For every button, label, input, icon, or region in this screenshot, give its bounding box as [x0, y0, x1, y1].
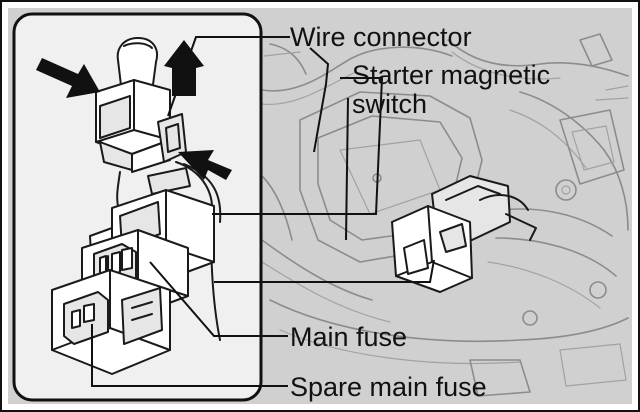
starter-switch-leader — [212, 77, 384, 215]
push-arrow-right-icon — [178, 150, 232, 180]
spare-main-fuse-leader — [91, 324, 288, 387]
label-starter-magnetic-switch-line2: switch — [352, 89, 427, 119]
inset-detail — [51, 37, 222, 375]
label-starter-magnetic-switch-line1: Starter magnetic — [352, 60, 550, 90]
callout-labels: Wire connector Starter magnetic switch M… — [290, 22, 550, 402]
wire-connector-leader — [167, 36, 290, 117]
main-fuse-leader — [149, 261, 288, 337]
label-spare-main-fuse: Spare main fuse — [290, 372, 487, 402]
push-arrow-left-icon — [36, 58, 100, 98]
engine-bay-sketch — [261, 33, 629, 397]
wire-connector-leader-right — [309, 47, 330, 153]
main-fuse-leader-right — [214, 259, 435, 283]
label-main-fuse: Main fuse — [290, 322, 407, 352]
installed-components — [391, 175, 537, 293]
starter-switch-leader-right — [345, 97, 349, 241]
label-wire-connector: Wire connector — [290, 22, 472, 52]
leader-lines — [91, 36, 435, 387]
